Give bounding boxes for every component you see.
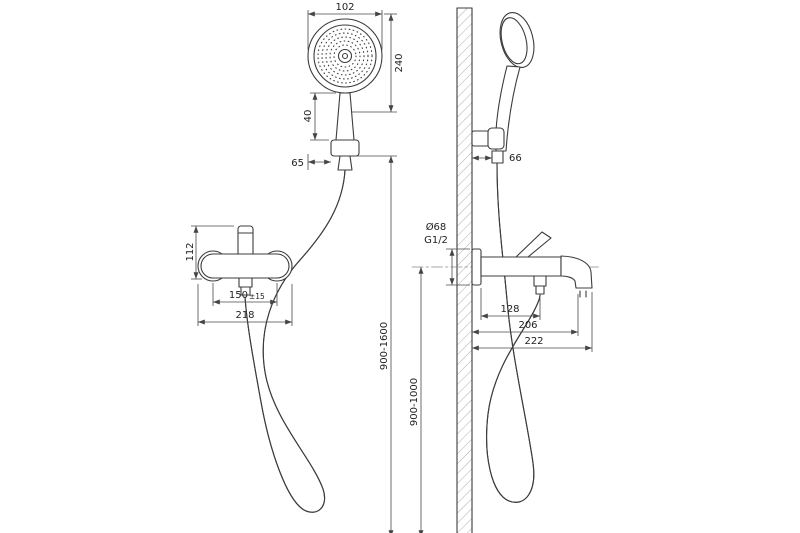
mixer-body-side xyxy=(480,256,562,277)
dim-mount-height-mixer: 900-1000 xyxy=(409,267,424,533)
hose-outlet-side xyxy=(533,275,547,287)
mixer-escutcheon-side xyxy=(471,248,482,286)
dim-outlet-reach-label: 128 xyxy=(500,304,519,315)
shower-hose-side xyxy=(486,162,541,503)
mixer-side xyxy=(411,231,601,298)
dim-handle-length: 40 xyxy=(303,92,336,141)
dim-mixer-width: 218 xyxy=(197,284,293,326)
hose-outlet-nut-side xyxy=(535,285,545,295)
dim-hole-spacing-tol-label: ±15 xyxy=(249,292,265,301)
mixer-body-front xyxy=(200,253,290,279)
mixer-lever-front xyxy=(237,225,254,257)
mixer-spout-side xyxy=(560,255,593,289)
shower-hose-side-inner xyxy=(486,162,541,503)
dim-mixer-width-label: 218 xyxy=(235,310,254,321)
shower-hose-front-inner xyxy=(244,169,346,513)
wall-bracket-side xyxy=(471,127,505,164)
spray-nozzle-ring xyxy=(317,28,373,84)
dim-head-length: 240 xyxy=(352,13,405,113)
dim-head-width-label: 102 xyxy=(335,2,354,13)
dim-bracket-offset-front-label: 65 xyxy=(291,158,304,169)
bracket-clamp-side xyxy=(487,127,505,150)
side-view xyxy=(411,7,601,533)
dim-thread-size-label: G1/2 xyxy=(424,235,448,246)
dim-hole-spacing: 150 ±15 xyxy=(212,283,278,306)
mixer-front xyxy=(197,225,293,296)
hose-nut-front xyxy=(337,155,353,171)
hose-outlet-front xyxy=(238,277,253,288)
dim-mount-height-mixer-label: 900-1000 xyxy=(409,378,420,426)
dim-handle-length-label: 40 xyxy=(303,110,314,123)
dim-spout-reach: 206 xyxy=(472,294,579,336)
wall-bracket-front xyxy=(330,139,360,171)
dim-mixer-height-label: 112 xyxy=(185,242,196,261)
handshower-handle-front xyxy=(335,92,355,141)
dim-escutcheon: Ø68 G1/2 xyxy=(424,221,470,286)
dim-bracket-offset-side-label: 66 xyxy=(509,153,522,164)
dim-bracket-offset-side: 66 xyxy=(472,153,522,164)
hose-nut-side xyxy=(491,150,504,164)
dim-overall-reach-label: 222 xyxy=(524,336,543,347)
dim-mount-height-shower-label: 900-1600 xyxy=(379,322,390,370)
dim-head-width: 102 xyxy=(307,2,383,50)
wall-section xyxy=(456,7,473,533)
dim-hole-spacing-label: 150 xyxy=(229,290,248,301)
hose-outlet-nut-front xyxy=(240,286,251,296)
shower-hose-front xyxy=(244,169,346,513)
mixer-lever-side xyxy=(515,231,552,258)
front-view xyxy=(197,18,383,513)
dim-outlet-reach: 128 xyxy=(480,288,541,320)
dim-head-length-label: 240 xyxy=(394,53,405,72)
dim-overall-reach: 222 xyxy=(472,292,593,352)
dim-escutcheon-diameter-label: Ø68 xyxy=(426,221,447,233)
handshower-head-front xyxy=(307,18,383,94)
dim-mixer-height: 112 xyxy=(185,225,234,280)
wall-hatch xyxy=(457,8,472,533)
dim-bracket-offset-front: 65 xyxy=(291,154,331,170)
dim-spout-reach-label: 206 xyxy=(518,320,537,331)
dimensions: 102 240 40 65 112 xyxy=(185,2,593,533)
dim-mount-height-shower: 900-1600 xyxy=(354,155,397,533)
